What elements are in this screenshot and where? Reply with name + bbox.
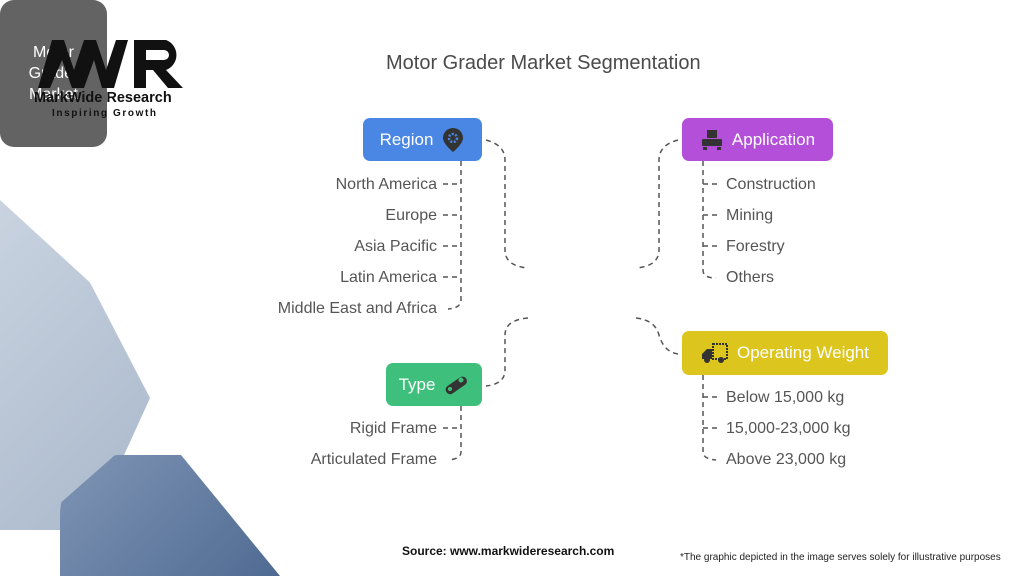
application-item: Mining [726, 207, 774, 224]
logo-brand: MarkWide Research [34, 90, 172, 106]
region-item: Latin America [340, 269, 437, 286]
application-item: Construction [726, 176, 816, 193]
machine-icon [701, 129, 722, 150]
application-item: Forestry [726, 238, 785, 255]
truck-icon [702, 343, 728, 363]
chain-link-icon [446, 376, 468, 394]
page-title: Motor Grader Market Segmentation [386, 52, 701, 74]
logo-tagline: Inspiring Growth [52, 108, 158, 119]
type-header: Type [386, 363, 482, 406]
region-item: North America [335, 176, 437, 193]
region-label: Region [379, 129, 434, 149]
weight-item: Below 15,000 kg [726, 389, 845, 406]
application-item: Others [726, 269, 775, 286]
weight-item: 15,000-23,000 kg [726, 420, 851, 437]
weight-header: Operating Weight [682, 331, 888, 375]
region-header: Region [363, 118, 482, 161]
center-line: Market [29, 86, 78, 103]
logo-mark [38, 40, 183, 88]
type-item: Rigid Frame [349, 420, 437, 437]
region-item: Asia Pacific [354, 238, 437, 255]
source-text: Source: www.markwideresearch.com [402, 544, 615, 558]
weight-label: Operating Weight [737, 343, 869, 362]
location-gear-icon [443, 127, 464, 152]
region-item: Middle East and Africa [277, 300, 437, 317]
region-item: Europe [385, 207, 437, 224]
weight-item: Above 23,000 kg [726, 451, 847, 468]
type-item: Articulated Frame [310, 451, 437, 468]
type-label: Type [398, 374, 436, 394]
disclaimer-text: *The graphic depicted in the image serve… [680, 552, 1001, 563]
application-label: Application [731, 129, 816, 149]
application-header: Application [682, 118, 833, 161]
